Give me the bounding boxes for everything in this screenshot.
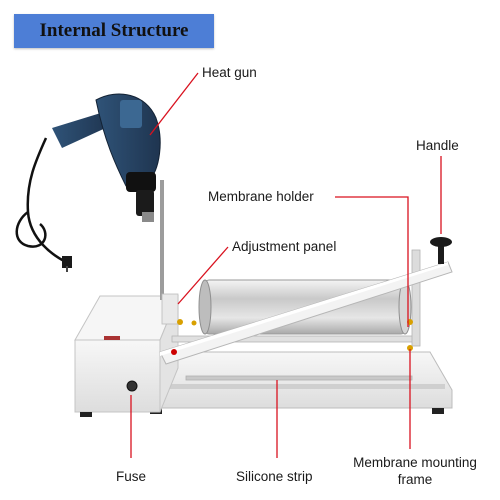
label-membrane-holder: Membrane holder	[208, 189, 314, 204]
sealing-arm	[159, 261, 453, 365]
leader-lines	[130, 72, 442, 458]
page-title: Internal Structure	[39, 20, 189, 41]
handle-knob	[430, 237, 452, 264]
base-plate	[139, 351, 453, 414]
label-adjustment-panel: Adjustment panel	[232, 239, 337, 254]
fuse-knob	[126, 380, 138, 392]
title-banner: Internal Structure	[14, 14, 214, 48]
label-handle: Handle	[416, 138, 459, 153]
mounting-frame	[171, 249, 421, 351]
label-fuse: Fuse	[116, 469, 147, 484]
heat-gun-stand	[160, 180, 164, 300]
label-heat-gun: Heat gun	[202, 65, 257, 80]
label-membrane-mounting-frame: Membrane mounting frame	[353, 455, 477, 487]
silicone-strip	[185, 375, 413, 381]
adjustment-panel-post	[161, 293, 179, 325]
left-housing	[74, 295, 179, 417]
label-silicone-strip: Silicone strip	[236, 469, 313, 484]
heat-gun	[15, 93, 161, 272]
